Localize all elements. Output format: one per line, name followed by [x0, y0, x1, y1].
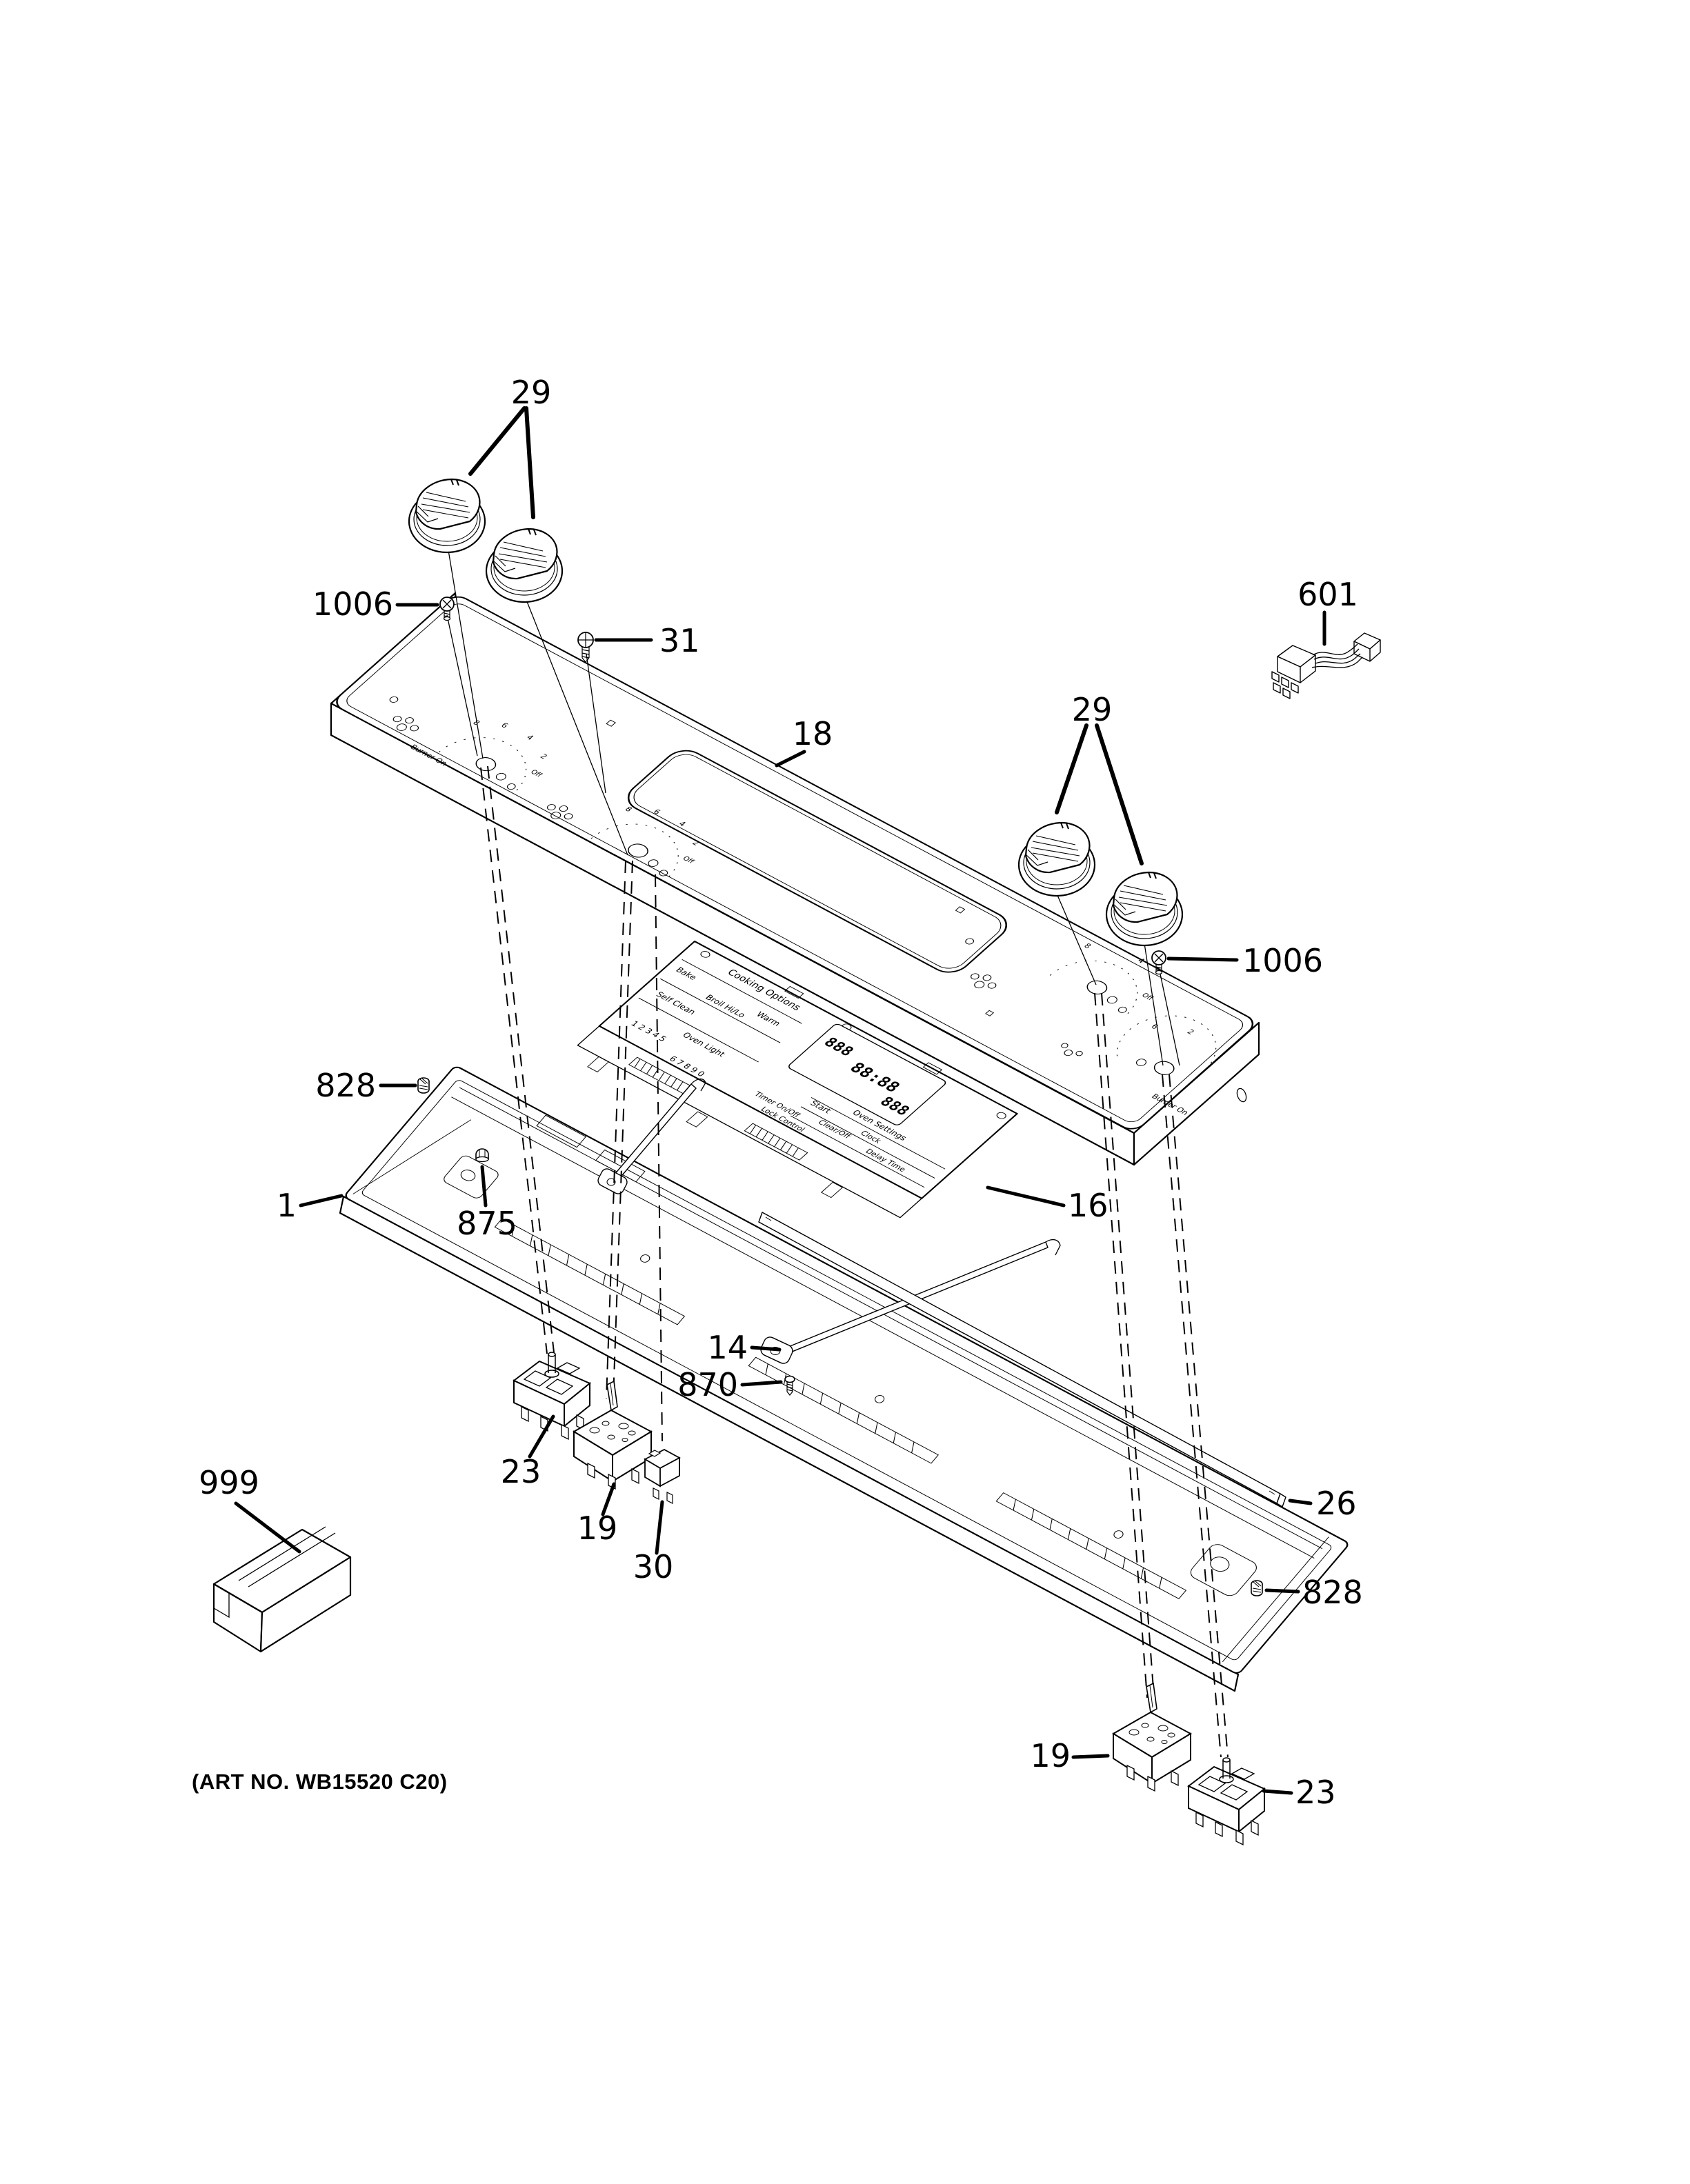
burner-knob-4	[1105, 871, 1184, 947]
dial-mark: 4	[677, 820, 688, 828]
callout-875-label: 875	[457, 1205, 517, 1242]
leader-29-left	[468, 406, 535, 519]
dial-mark: 8	[471, 719, 482, 727]
dial-mark: 2	[538, 752, 549, 761]
callout-23-bottom-right: 23	[1262, 1774, 1336, 1811]
callout-1006-left-label: 1006	[312, 585, 393, 623]
leader-30	[655, 1500, 664, 1555]
leader-875	[480, 1165, 488, 1208]
burner-dial-4: 6 2	[1116, 1015, 1217, 1075]
art-number: (ART NO. WB15520 C20)	[192, 1770, 448, 1794]
dial-mark: 6	[651, 808, 662, 816]
screw-31	[577, 632, 594, 663]
callout-30-label: 30	[633, 1548, 674, 1585]
switch-23-left	[513, 1352, 590, 1440]
panel-inner-border	[346, 603, 1244, 1123]
leader-14	[750, 1345, 782, 1352]
shipping-box-999	[212, 1526, 352, 1653]
callout-19-bottom-left-label: 19	[577, 1510, 618, 1547]
leader-23-bottom-right	[1262, 1789, 1293, 1795]
board-display: 888 88:88 888	[788, 1023, 946, 1125]
dial-mark: 2	[690, 839, 702, 847]
callout-19-bottom-left: 19	[577, 1482, 618, 1547]
callout-23-bottom-left-label: 23	[501, 1453, 541, 1490]
alignment-lines	[446, 550, 1229, 1758]
callout-870-label: 870	[677, 1366, 738, 1403]
burner-knob-1	[408, 478, 486, 554]
trim-rail-26	[758, 1212, 1286, 1507]
callout-999: 999	[199, 1464, 301, 1554]
leader-16	[986, 1185, 1066, 1208]
leader-29-right	[1055, 723, 1144, 865]
callout-999-label: 999	[199, 1464, 259, 1501]
callout-14: 14	[707, 1329, 782, 1366]
switch-23-right	[1188, 1757, 1265, 1845]
callout-23-bottom-left: 23	[501, 1414, 555, 1490]
callout-870: 870	[677, 1366, 783, 1403]
callout-1006-right: 1006	[1166, 942, 1323, 979]
callout-19-bottom-right-label: 19	[1030, 1737, 1071, 1774]
callout-26-label: 26	[1316, 1485, 1357, 1522]
housing-inner-rim	[361, 1080, 1332, 1661]
callout-1006-right-label: 1006	[1242, 942, 1323, 979]
leader-1006-right	[1166, 956, 1239, 962]
dial-mark: 6	[1149, 1023, 1160, 1031]
callout-601-label: 601	[1298, 576, 1358, 613]
leader-26	[1288, 1499, 1313, 1505]
display-window	[627, 750, 1007, 973]
leader-999	[234, 1501, 301, 1554]
switch-30	[644, 1449, 680, 1504]
callout-23-bottom-right-label: 23	[1295, 1774, 1336, 1811]
callout-828-left-label: 828	[315, 1067, 376, 1104]
callout-29-left-label: 29	[511, 374, 552, 411]
dial-mark: 8	[1082, 942, 1093, 950]
control-board-16: 888 88:88 888 Cooking Options Bake Broil…	[577, 941, 1018, 1219]
board-mount-holes	[700, 951, 1006, 1119]
callout-30: 30	[633, 1500, 674, 1585]
leader-870	[740, 1380, 783, 1387]
callout-828-right: 828	[1264, 1574, 1363, 1611]
callout-29-left: 29	[468, 374, 552, 519]
callout-875: 875	[457, 1165, 517, 1242]
leader-828-right	[1264, 1588, 1300, 1594]
support-brace-left	[597, 1078, 706, 1194]
dial-mark: 4	[1135, 956, 1146, 965]
leader-18	[775, 750, 806, 768]
screw-828-right	[1251, 1580, 1263, 1596]
switch-19-right	[1113, 1683, 1191, 1792]
nut-875	[475, 1148, 489, 1163]
callout-601: 601	[1298, 576, 1358, 646]
leader-19-bottom-right	[1071, 1754, 1110, 1759]
callout-29-right: 29	[1055, 691, 1144, 865]
leader-1	[299, 1194, 344, 1208]
lower-housing-1	[339, 1066, 1349, 1692]
panel-end-hole	[1236, 1088, 1247, 1103]
callout-18-label: 18	[793, 715, 833, 752]
callout-16-label: 16	[1068, 1187, 1109, 1224]
screw-828-left	[417, 1077, 430, 1094]
callout-14-label: 14	[707, 1329, 748, 1366]
dial-mark: 2	[1185, 1028, 1196, 1036]
wire-harness-601	[1271, 632, 1381, 699]
burner-knob-2	[485, 528, 564, 603]
callout-18: 18	[775, 715, 833, 768]
callout-26: 26	[1288, 1485, 1357, 1522]
callout-1-label: 1	[277, 1187, 297, 1224]
control-panel-18: 8 6 4 2 Off 8 6 4 2 Off	[330, 592, 1260, 1166]
dial-mark: 4	[524, 733, 535, 741]
dial-mark: 6	[499, 721, 510, 730]
callout-1: 1	[277, 1187, 344, 1224]
callout-16: 16	[986, 1185, 1109, 1224]
callout-19-bottom-right: 19	[1030, 1737, 1110, 1774]
burner-knob-3	[1017, 821, 1096, 897]
leader-19-bottom-left	[601, 1482, 616, 1516]
callout-1006-left: 1006	[312, 585, 439, 623]
callout-31: 31	[594, 622, 700, 659]
leader-23-bottom-left	[528, 1414, 555, 1459]
callout-29-right-label: 29	[1072, 691, 1113, 728]
callout-828-right-label: 828	[1302, 1574, 1363, 1611]
callout-828-left: 828	[315, 1067, 417, 1104]
dial-mark: 8	[623, 805, 634, 814]
callout-31-label: 31	[659, 622, 700, 659]
